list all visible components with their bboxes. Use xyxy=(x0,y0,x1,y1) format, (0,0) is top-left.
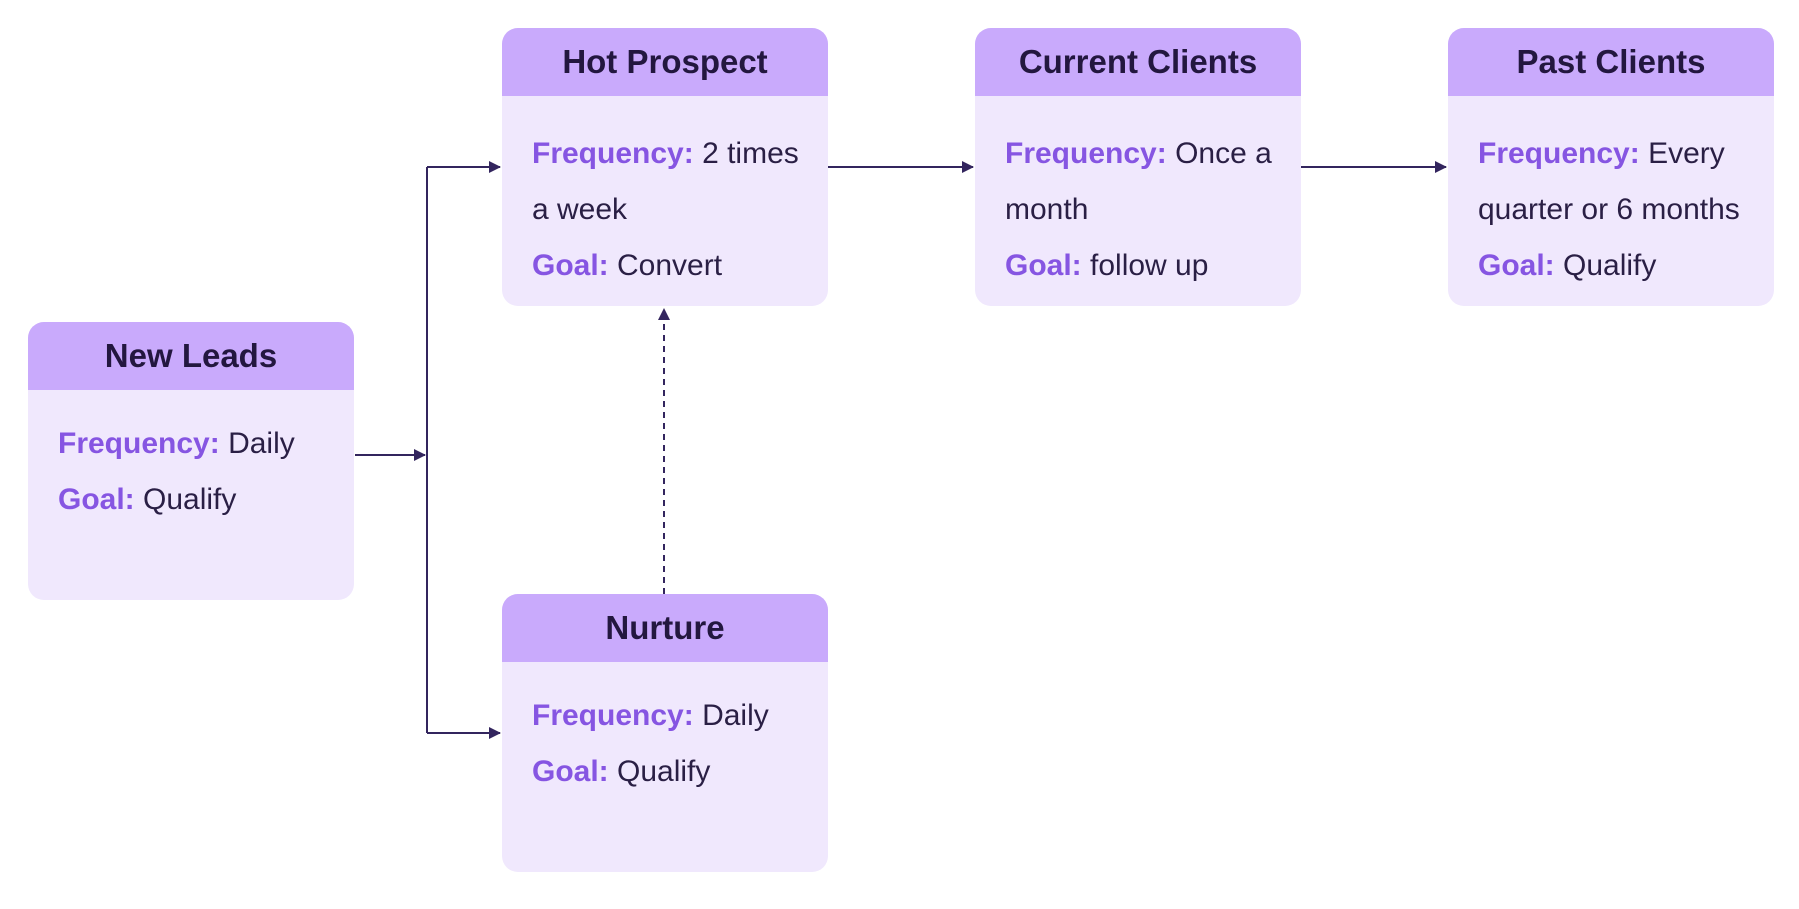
node-title: Current Clients xyxy=(975,28,1301,96)
frequency-label: Frequency: xyxy=(1478,137,1640,170)
frequency-label: Frequency: xyxy=(58,427,220,460)
node-past-clients: Past Clients Frequency: Every quarter or… xyxy=(1448,28,1774,306)
goal-value: Convert xyxy=(617,249,723,282)
goal-row: Goal: follow up xyxy=(1005,238,1275,294)
goal-row: Goal: Qualify xyxy=(1478,238,1748,294)
goal-row: Goal: Convert xyxy=(532,238,802,294)
node-title: Hot Prospect xyxy=(502,28,828,96)
node-body: Frequency: Once a month Goal: follow up xyxy=(975,96,1301,294)
frequency-row: Frequency: Once a month xyxy=(1005,126,1275,238)
frequency-value: Once a month xyxy=(1005,137,1272,226)
node-title: Nurture xyxy=(502,594,828,662)
node-body: Frequency: Daily Goal: Qualify xyxy=(28,390,354,528)
frequency-row: Frequency: 2 times a week xyxy=(532,126,802,238)
goal-value: Qualify xyxy=(143,483,237,516)
node-body: Frequency: 2 times a week Goal: Convert xyxy=(502,96,828,294)
goal-row: Goal: Qualify xyxy=(58,472,328,528)
frequency-label: Frequency: xyxy=(1005,137,1167,170)
node-title: New Leads xyxy=(28,322,354,390)
goal-value: Qualify xyxy=(1563,249,1657,282)
node-nurture: Nurture Frequency: Daily Goal: Qualify xyxy=(502,594,828,872)
frequency-value: Every quarter or 6 months xyxy=(1478,137,1740,226)
goal-label: Goal: xyxy=(58,483,135,516)
frequency-value: Daily xyxy=(228,427,295,460)
goal-value: follow up xyxy=(1090,249,1209,282)
node-hot-prospect: Hot Prospect Frequency: 2 times a week G… xyxy=(502,28,828,306)
goal-value: Qualify xyxy=(617,755,711,788)
frequency-label: Frequency: xyxy=(532,699,694,732)
node-body: Frequency: Every quarter or 6 months Goa… xyxy=(1448,96,1774,294)
frequency-row: Frequency: Daily xyxy=(58,416,328,472)
node-new-leads: New Leads Frequency: Daily Goal: Qualify xyxy=(28,322,354,600)
frequency-value: Daily xyxy=(702,699,769,732)
node-title: Past Clients xyxy=(1448,28,1774,96)
node-body: Frequency: Daily Goal: Qualify xyxy=(502,662,828,800)
goal-label: Goal: xyxy=(1005,249,1082,282)
frequency-row: Frequency: Every quarter or 6 months xyxy=(1478,126,1748,238)
frequency-value: 2 times a week xyxy=(532,137,799,226)
goal-label: Goal: xyxy=(532,755,609,788)
frequency-row: Frequency: Daily xyxy=(532,688,802,744)
node-current-clients: Current Clients Frequency: Once a month … xyxy=(975,28,1301,306)
goal-label: Goal: xyxy=(1478,249,1555,282)
goal-row: Goal: Qualify xyxy=(532,744,802,800)
frequency-label: Frequency: xyxy=(532,137,694,170)
goal-label: Goal: xyxy=(532,249,609,282)
